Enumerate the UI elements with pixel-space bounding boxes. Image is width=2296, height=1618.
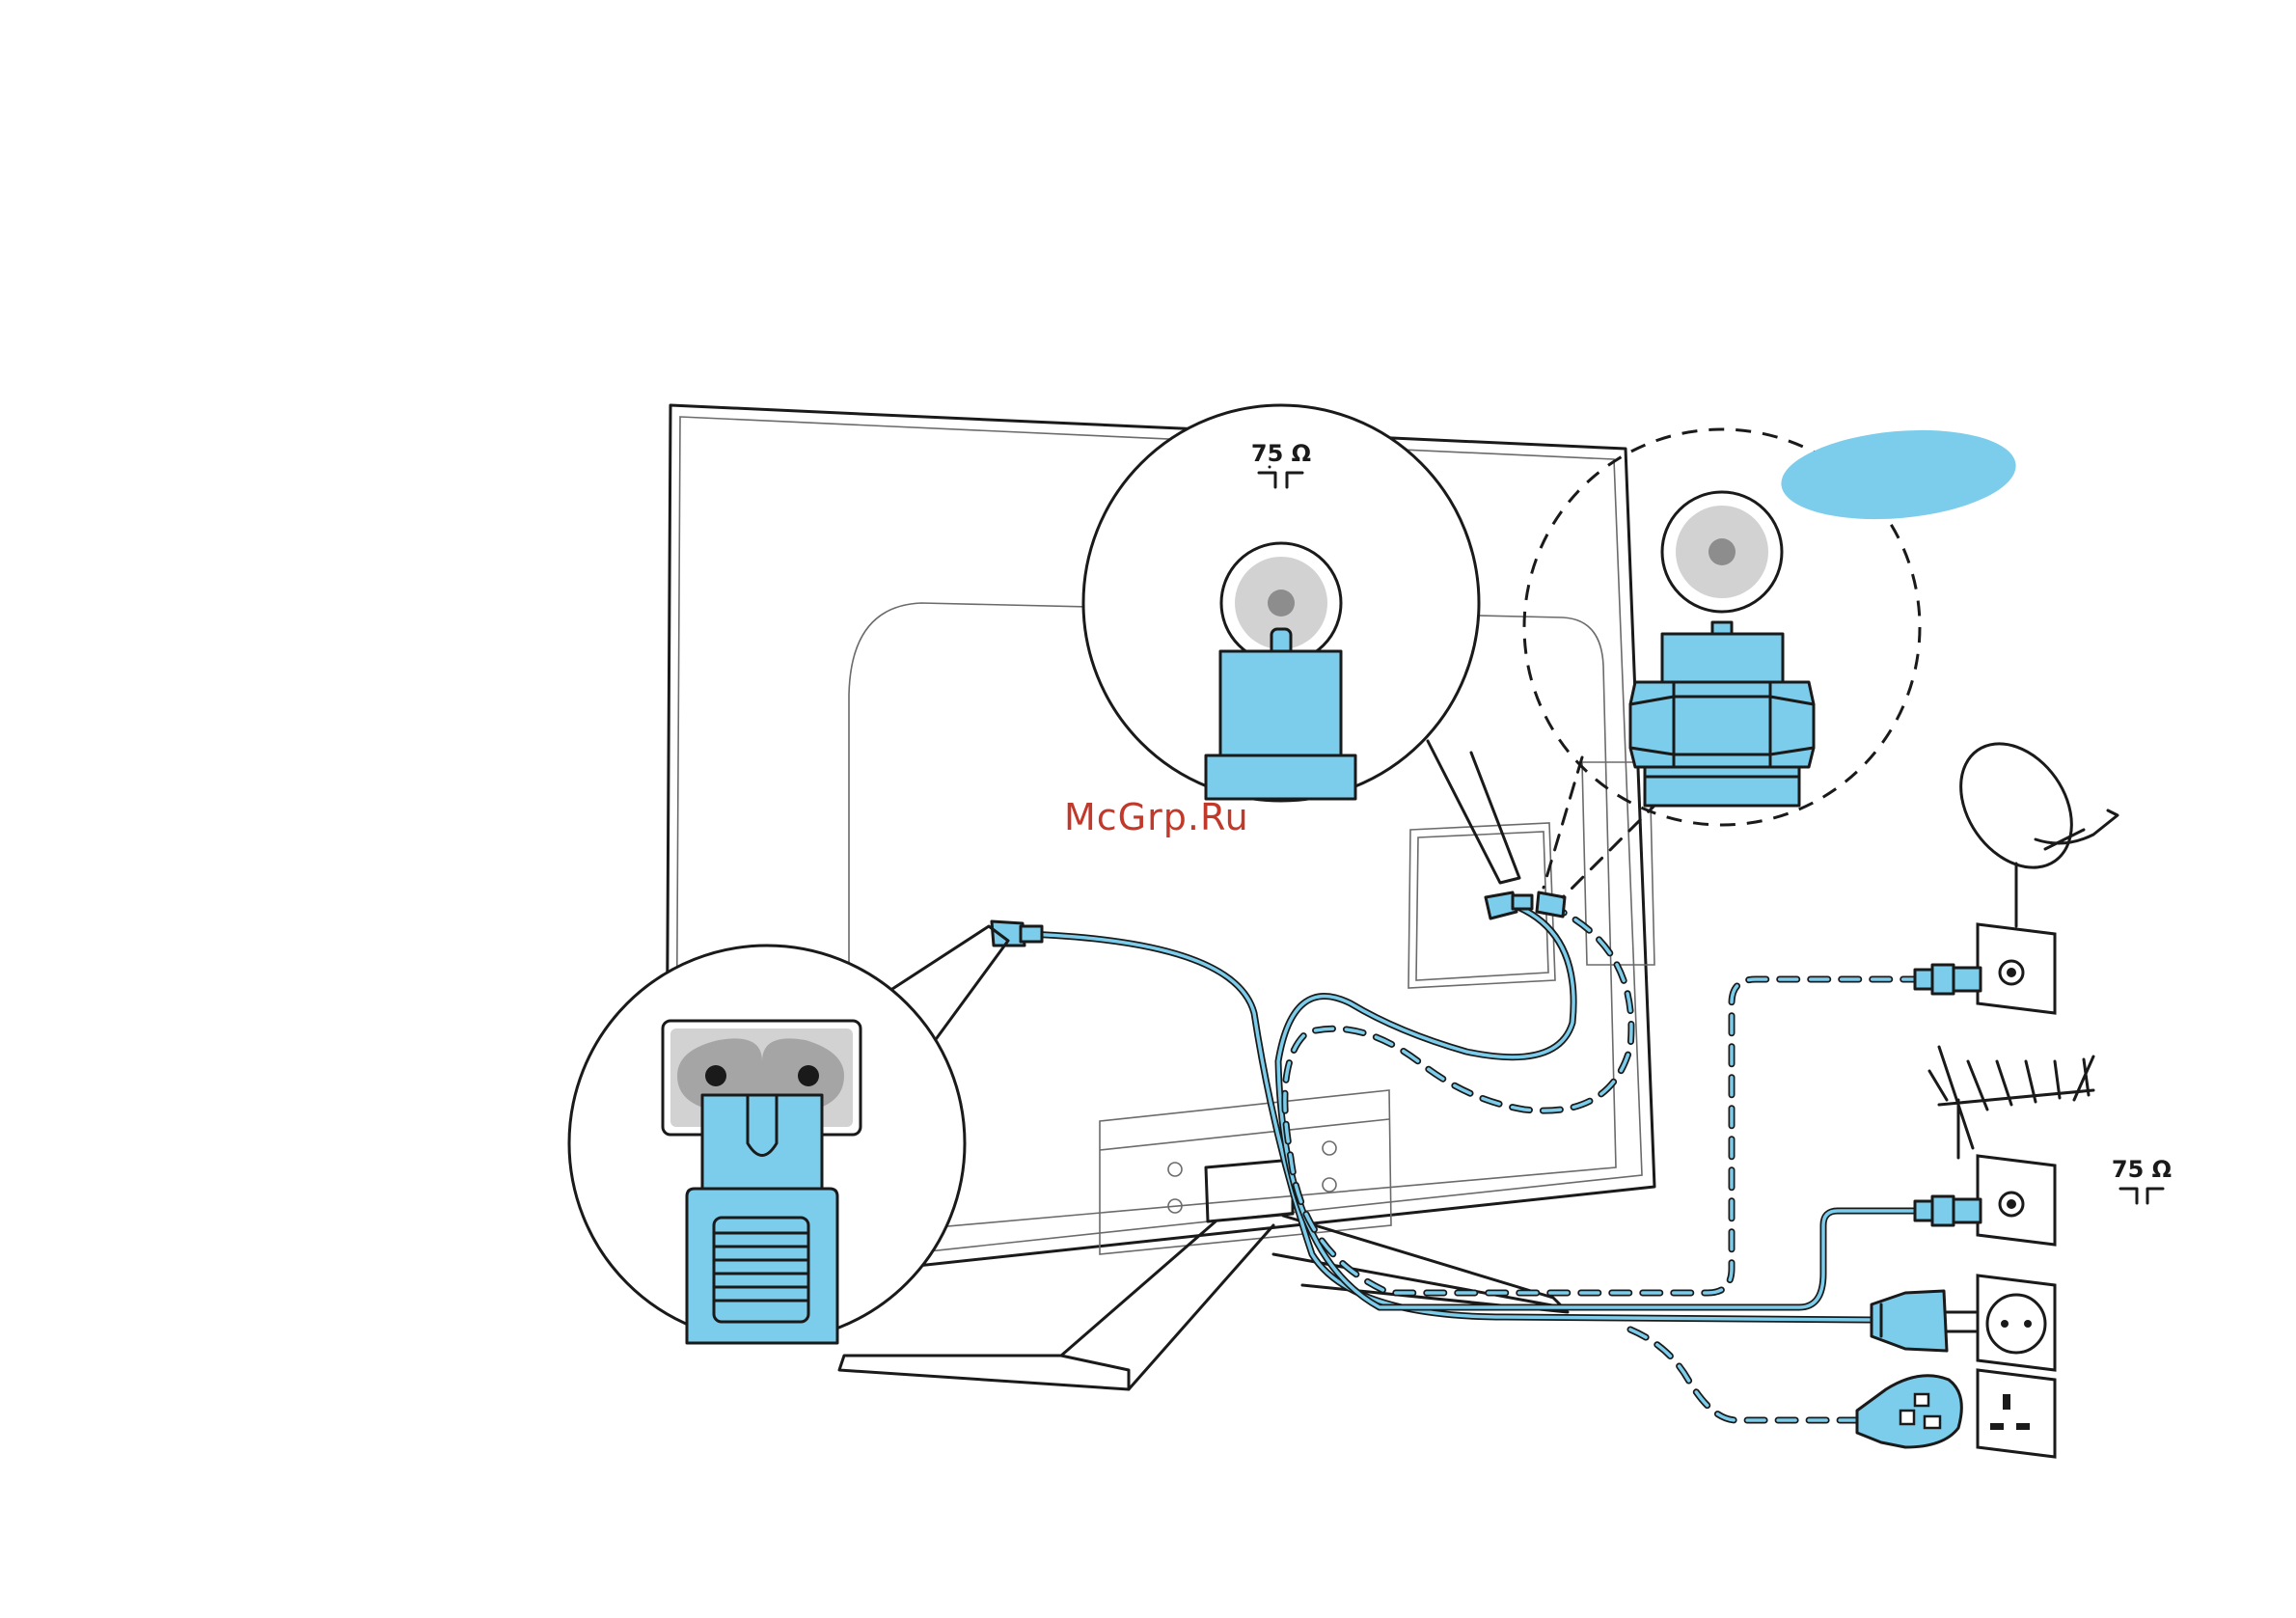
cables [1023, 902, 1915, 1420]
watermark-text: McGrp.Ru [1064, 796, 1249, 838]
adapter-socket-icon [1662, 492, 1782, 612]
satellite-wall-socket-icon [1978, 924, 2055, 1013]
satellite-dish-icon [1938, 723, 2118, 926]
adapter-plug-icon [1630, 622, 1814, 806]
blue-badge-icon [1778, 422, 2020, 529]
uk-power-socket-icon [1978, 1370, 2055, 1457]
power-cord-plug-icon [687, 1095, 837, 1343]
impedance-label-right: 75 Ω [2112, 1156, 2172, 1183]
satellite-cable-plug-icon [1915, 965, 1981, 994]
eu-plug-icon [1872, 1291, 1976, 1351]
power-zoom-callout [569, 926, 1008, 1343]
coax-symbol-right-icon [2120, 1189, 2163, 1203]
adapter-zoom-callout [1524, 422, 2019, 897]
eu-power-socket-icon [1978, 1275, 2055, 1370]
tv-antenna-connector-icon [1486, 892, 1565, 919]
antenna-wall-socket-icon [1978, 1156, 2055, 1245]
impedance-label-top: 75 Ω [1251, 440, 1311, 467]
uk-plug-icon [1857, 1376, 1961, 1447]
antenna-cable-plug-icon [1915, 1196, 1981, 1225]
coax-plug-icon [1206, 629, 1355, 799]
terrestrial-antenna-icon [1929, 1047, 2093, 1158]
